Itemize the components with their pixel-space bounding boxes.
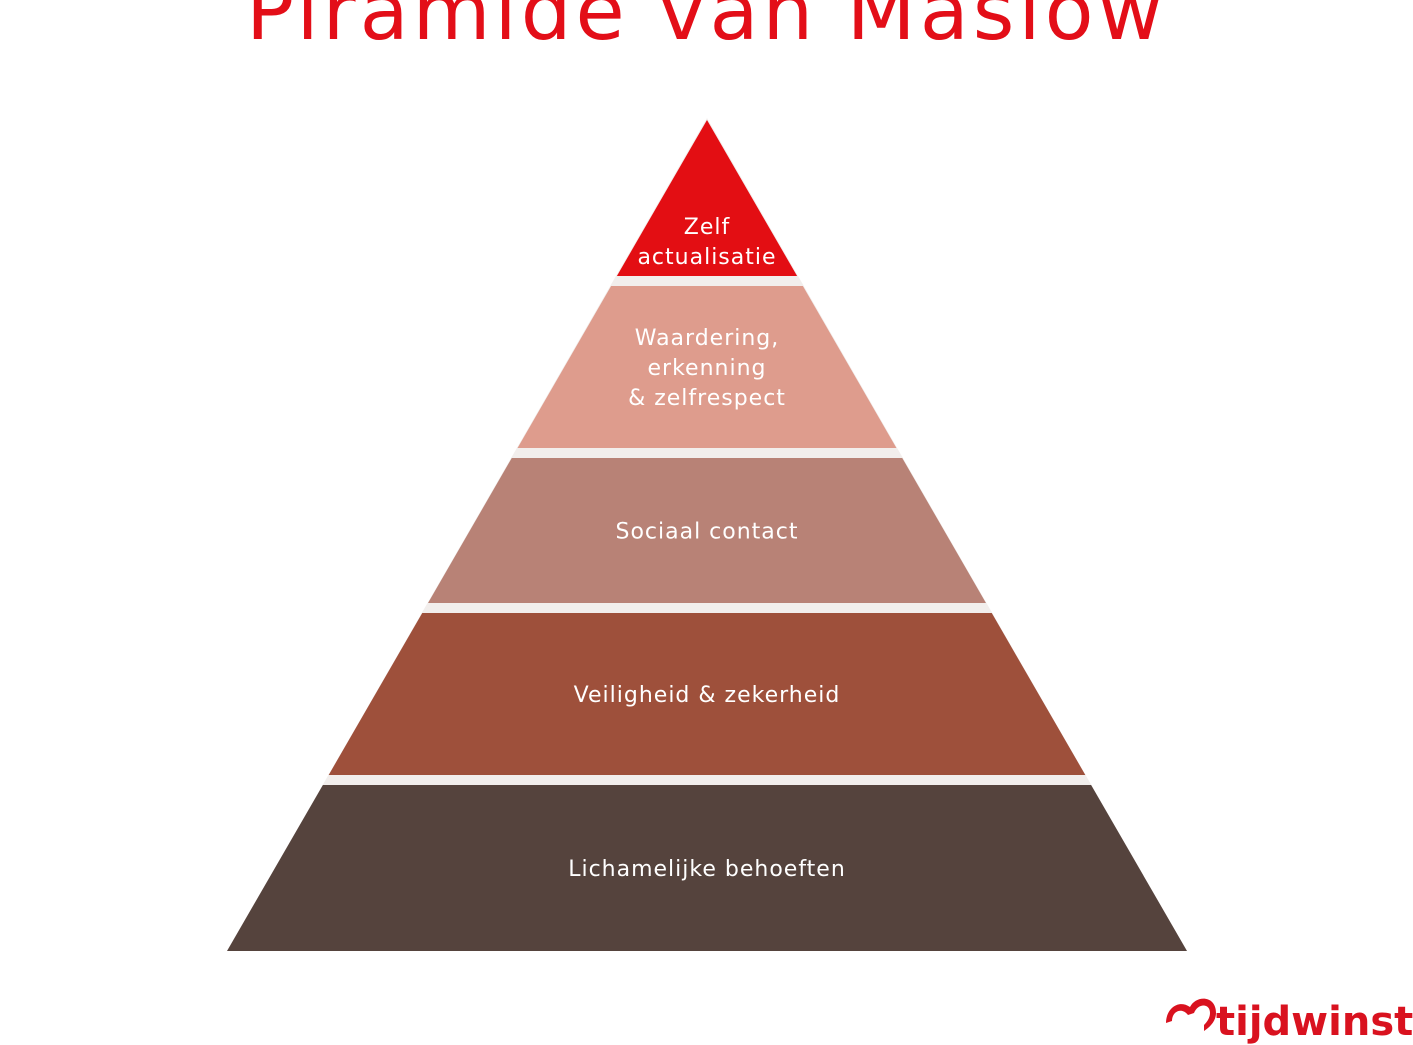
pyramid-tier-1 <box>616 120 798 276</box>
brand-logo: tijdwinst.com <box>1166 998 1413 1045</box>
tier-2-label-line: Waardering, <box>635 326 780 351</box>
tier-5-label-line: Lichamelijke behoeften <box>568 857 846 882</box>
brand-logo-text: tijdwinst.com <box>1216 999 1413 1045</box>
tier-1-label-line: actualisatie <box>637 245 776 270</box>
pyramid-tier-3 <box>428 458 986 603</box>
tier-2-label-line: erkenning <box>648 356 767 381</box>
tier-2-label-line: & zelfrespect <box>628 386 786 411</box>
tier-3-label-line: Sociaal contact <box>615 520 798 545</box>
tier-4-label-line: Veiligheid & zekerheid <box>574 683 841 708</box>
pyramid-tier-2 <box>517 286 897 448</box>
tier-1-label-line: Zelf <box>684 215 731 240</box>
page-title: Piramide van Maslow <box>245 0 1168 58</box>
pyramid-tier-4 <box>328 613 1086 775</box>
clock-heart-icon <box>1166 998 1216 1031</box>
pyramid-tier-5 <box>227 785 1187 951</box>
